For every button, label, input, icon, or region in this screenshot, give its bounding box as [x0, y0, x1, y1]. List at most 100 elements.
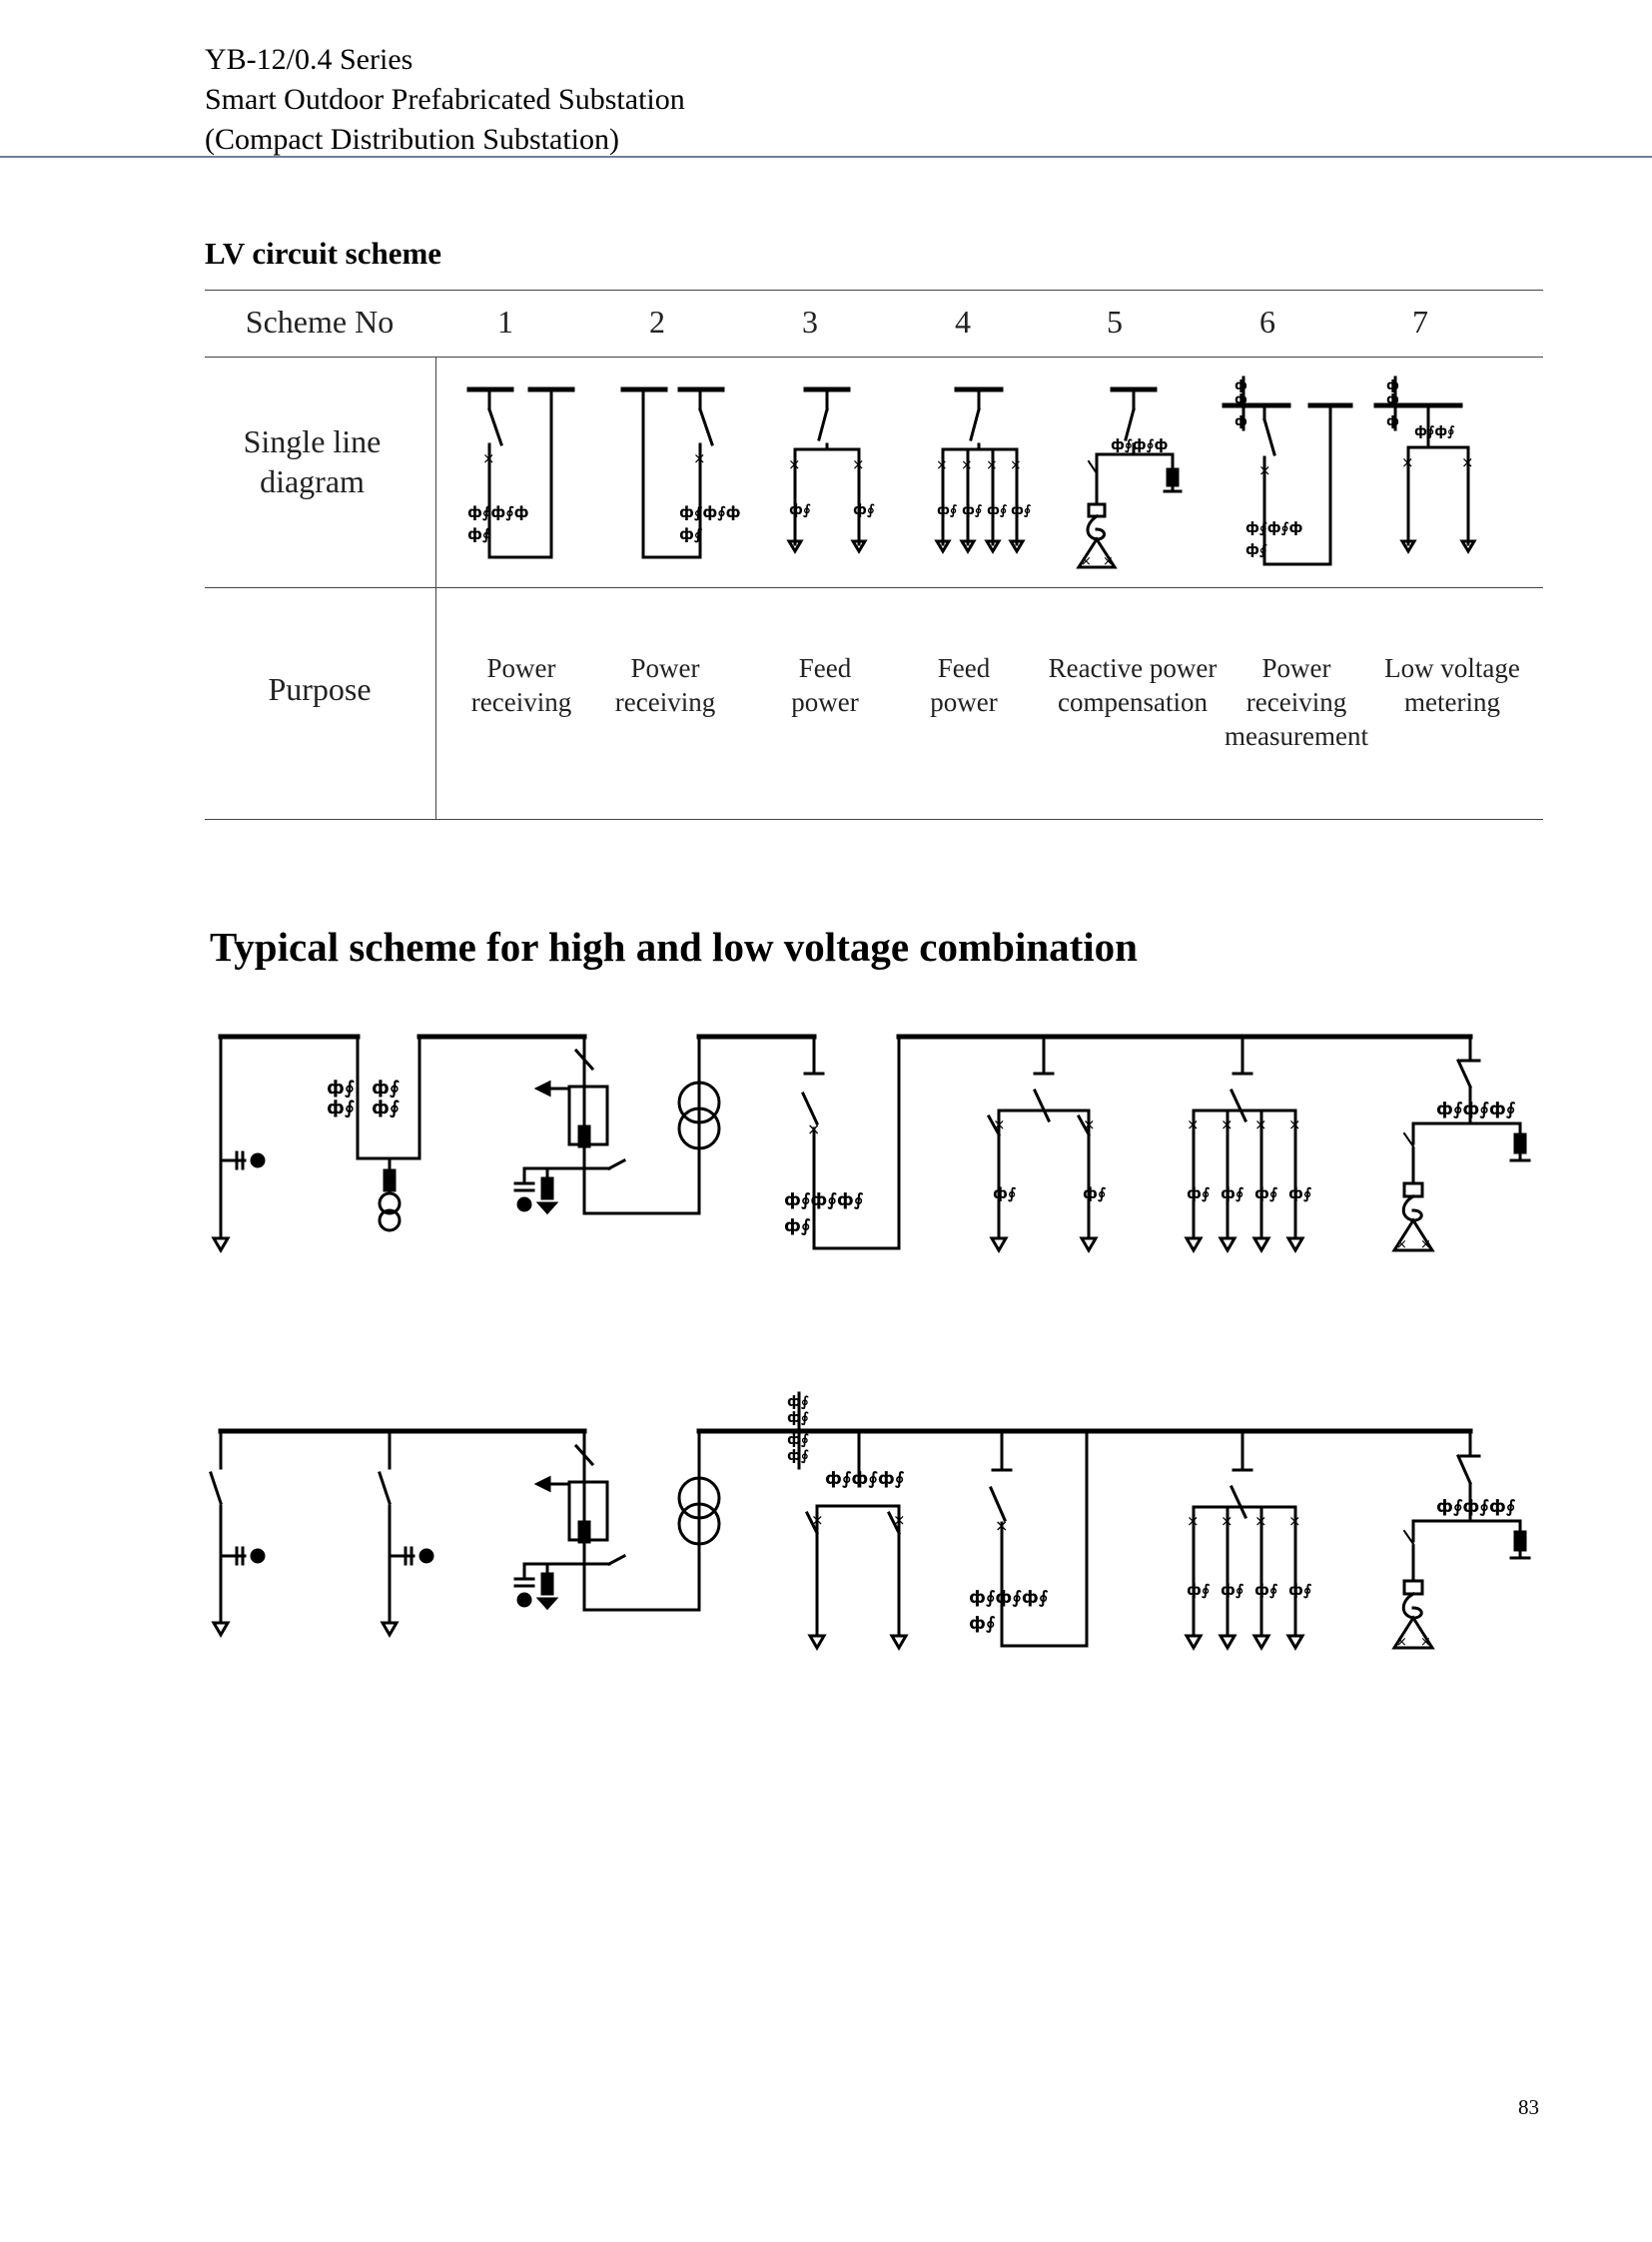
purpose-cell: Power receiving — [445, 651, 597, 719]
scheme-number: 3 — [802, 304, 818, 340]
svg-text:ф∮: ф∮ — [789, 502, 811, 518]
svg-text:ф∮: ф∮ — [784, 1216, 811, 1236]
svg-text:ф∮ф∮ф: ф∮ф∮ф — [679, 503, 741, 521]
diagram-scheme-1: × ф∮ф∮ф ф∮ — [466, 386, 575, 559]
svg-text:ф∮ф∮: ф∮ф∮ — [1414, 424, 1455, 439]
row-header-diagram-line1: Single line — [243, 423, 382, 459]
purpose-line: Reactive power — [1048, 653, 1218, 683]
svg-text:ф: ф — [1386, 392, 1399, 407]
svg-text:ф∮ф∮ф∮: ф∮ф∮ф∮ — [825, 1469, 905, 1489]
svg-text:×: × — [993, 1116, 1006, 1133]
diagram-scheme-2: × ф∮ф∮ф ф∮ — [620, 386, 741, 559]
svg-text:ф∮ф∮ф∮: ф∮ф∮ф∮ — [1436, 1497, 1516, 1517]
header-series: YB-12/0.4 Series — [205, 43, 413, 76]
table-diagram-rule — [205, 587, 1543, 588]
table-bottom-rule — [205, 819, 1543, 820]
svg-text:ф∮: ф∮ — [1254, 1184, 1278, 1202]
svg-text:ф∮: ф∮ — [1288, 1184, 1312, 1202]
svg-text:×: × — [1401, 453, 1414, 471]
svg-text:×: × — [1081, 554, 1092, 569]
combo-section-title: Typical scheme for high and low voltage … — [210, 924, 1138, 970]
row-header-diagram: Single line diagram — [205, 421, 419, 501]
svg-text:×: × — [788, 455, 801, 473]
svg-text:×: × — [1258, 461, 1271, 479]
svg-text:ф∮: ф∮ — [993, 1184, 1017, 1202]
svg-text:×: × — [811, 1511, 824, 1529]
diagram-scheme-5: ф∮ф∮ф × × — [1076, 386, 1183, 569]
document-header: YB-12/0.4 Series Smart Outdoor Prefabric… — [205, 40, 685, 160]
svg-text:×: × — [1010, 457, 1022, 473]
combination-diagram-a: ф∮ ф∮ ф∮ ф∮ — [211, 1034, 1531, 1253]
svg-text:ф∮: ф∮ — [372, 1098, 400, 1119]
purpose-cell: Power receiving measurement — [1217, 651, 1376, 753]
svg-text:×: × — [807, 1120, 820, 1138]
purpose-line: measurement — [1225, 721, 1368, 751]
purpose-line: Power — [630, 653, 700, 683]
svg-text:×: × — [995, 1516, 1008, 1535]
scheme-number: 1 — [497, 304, 513, 340]
svg-text:ф∮: ф∮ — [1187, 1184, 1211, 1202]
svg-text:×: × — [1420, 1237, 1431, 1252]
svg-text:ф∮: ф∮ — [1011, 503, 1032, 518]
svg-text:×: × — [893, 1511, 906, 1529]
purpose-line: Power — [1261, 653, 1331, 683]
svg-text:×: × — [1396, 1237, 1407, 1252]
diagram-scheme-4: × × × × ф∮ ф∮ ф∮ ф∮ — [934, 386, 1032, 554]
purpose-line: Feed — [798, 653, 852, 683]
purpose-line: power — [930, 687, 998, 717]
purpose-line: Feed — [937, 653, 991, 683]
svg-text:ф: ф — [1386, 378, 1399, 393]
svg-text:ф∮: ф∮ — [787, 1432, 809, 1448]
svg-text:×: × — [1083, 1116, 1096, 1133]
purpose-line: receiving — [1245, 687, 1347, 717]
diagram-scheme-7: ф ф ф ф∮ф∮ × × — [1373, 375, 1477, 554]
svg-text:×: × — [1221, 1116, 1234, 1133]
purpose-cell: Power receiving — [589, 651, 741, 719]
header-rule — [0, 156, 1652, 158]
svg-text:ф∮: ф∮ — [327, 1078, 355, 1099]
purpose-cell: Feed power — [888, 651, 1040, 719]
purpose-line: power — [791, 687, 859, 717]
svg-text:ф: ф — [1235, 378, 1247, 393]
svg-text:×: × — [1254, 1512, 1267, 1530]
svg-text:ф∮: ф∮ — [467, 525, 491, 543]
svg-text:×: × — [986, 457, 998, 473]
diagram-scheme-6: ф ф ф × ф∮ф∮ф ф∮ — [1222, 375, 1353, 566]
svg-text:ф∮: ф∮ — [787, 1410, 809, 1426]
svg-text:ф∮: ф∮ — [1288, 1581, 1312, 1599]
svg-text:ф∮: ф∮ — [679, 525, 703, 543]
row-header-purpose: Purpose — [268, 671, 372, 707]
svg-text:ф: ф — [1386, 414, 1399, 429]
scheme-number: 5 — [1107, 304, 1123, 340]
scheme-number: 6 — [1259, 304, 1275, 340]
svg-text:×: × — [936, 457, 948, 473]
page-number: 83 — [1518, 2095, 1539, 2119]
row-header-diagram-line2: diagram — [260, 463, 365, 499]
svg-text:ф∮ф∮ф: ф∮ф∮ф — [1111, 437, 1169, 453]
header-subtitle: (Compact Distribution Substation) — [205, 123, 619, 156]
svg-text:ф: ф — [1235, 414, 1247, 429]
svg-text:×: × — [1187, 1512, 1200, 1530]
svg-text:ф∮ф∮ф∮: ф∮ф∮ф∮ — [784, 1190, 864, 1210]
lv-section-title: LV circuit scheme — [205, 236, 442, 271]
scheme-number: 4 — [955, 304, 971, 340]
combination-diagram-b: ф∮ ф∮ ф∮ ф∮ ф∮ф∮ф∮ × × × ф∮ф∮ф∮ ф∮ — [209, 1391, 1531, 1651]
purpose-line: receiving — [470, 687, 572, 717]
table-column-rule — [435, 358, 436, 819]
svg-text:ф∮: ф∮ — [987, 503, 1008, 518]
purpose-cell: Feed power — [749, 651, 901, 719]
purpose-line: Power — [486, 653, 556, 683]
svg-text:ф∮: ф∮ — [787, 1448, 809, 1464]
svg-text:ф∮: ф∮ — [372, 1078, 400, 1099]
row-header-scheme-no: Scheme No — [245, 304, 395, 340]
svg-text:ф∮: ф∮ — [1221, 1184, 1244, 1202]
scheme-number: 2 — [649, 304, 665, 340]
header-product: Smart Outdoor Prefabricated Substation — [205, 83, 685, 116]
svg-text:ф∮: ф∮ — [962, 503, 983, 518]
svg-text:ф∮: ф∮ — [1083, 1184, 1107, 1202]
svg-text:×: × — [852, 455, 865, 473]
hv-lv-combination-diagrams: ф∮ ф∮ ф∮ ф∮ — [209, 1034, 1531, 1651]
svg-text:×: × — [1420, 1635, 1431, 1650]
svg-text:ф∮: ф∮ — [1187, 1581, 1211, 1599]
purpose-line: compensation — [1058, 687, 1208, 717]
